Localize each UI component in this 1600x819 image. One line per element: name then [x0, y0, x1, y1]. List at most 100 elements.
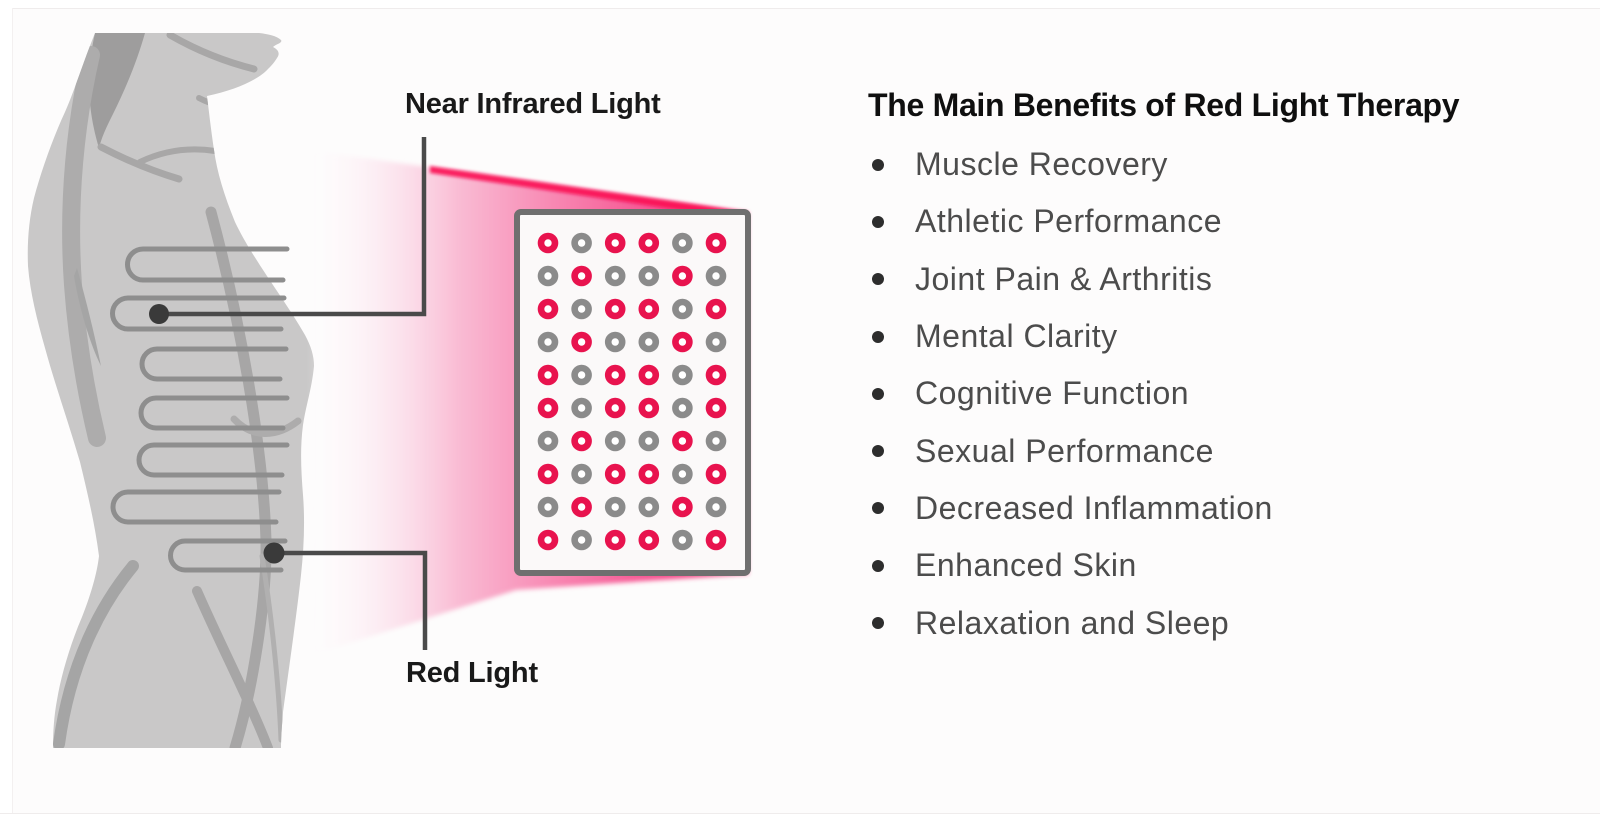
- led-center: [544, 503, 552, 511]
- led-center: [712, 272, 720, 280]
- benefit-item: Muscle Recovery: [866, 136, 1273, 193]
- benefit-label: Joint Pain & Arthritis: [915, 260, 1213, 297]
- nir-connector-line: [159, 137, 427, 317]
- led-center: [577, 536, 586, 544]
- led-center: [712, 503, 720, 511]
- elbow-line: [74, 268, 101, 366]
- red-connector-line: [274, 550, 428, 650]
- depth-bar-3: [139, 346, 289, 382]
- benefit-label: Enhanced Skin: [915, 547, 1137, 584]
- hair-shadow: [89, 33, 145, 148]
- red-light-label: Red Light: [406, 657, 538, 689]
- led-center: [544, 536, 552, 544]
- lat-curve: [205, 206, 272, 748]
- benefit-label: Cognitive Function: [915, 375, 1190, 412]
- depth-bar-1: [125, 246, 290, 283]
- near-infrared-label: Near Infrared Light: [405, 88, 661, 120]
- led-center: [712, 536, 720, 544]
- callout-connectors: [159, 137, 428, 650]
- front-hip-line: [259, 553, 284, 743]
- benefits-list: Muscle Recovery Athletic Performance Joi…: [866, 136, 1273, 652]
- benefit-label: Athletic Performance: [915, 203, 1223, 240]
- benefit-label: Decreased Inflammation: [915, 489, 1273, 526]
- led-center: [611, 404, 619, 412]
- jaw-shadow: [166, 33, 258, 73]
- benefit-item: Cognitive Function: [866, 365, 1273, 422]
- led-center: [678, 503, 687, 511]
- bullet-icon: [872, 273, 884, 286]
- led-center: [645, 272, 653, 280]
- led-center: [611, 272, 619, 280]
- benefit-label: Muscle Recovery: [915, 146, 1168, 183]
- led-center: [544, 371, 552, 379]
- beam-top-rim: [430, 166, 748, 220]
- depth-bars: [110, 246, 290, 573]
- led-center: [712, 239, 720, 247]
- led-center: [611, 536, 619, 544]
- bullet-icon: [872, 387, 884, 400]
- nir-depth-dot: [149, 304, 169, 324]
- led-center: [712, 371, 720, 379]
- benefit-label: Mental Clarity: [915, 318, 1118, 355]
- led-center: [544, 338, 552, 346]
- led-center: [645, 338, 653, 346]
- led-center: [678, 305, 687, 313]
- benefit-item: Sexual Performance: [866, 422, 1273, 479]
- red-depth-dot: [263, 542, 285, 564]
- led-center: [577, 371, 586, 379]
- benefit-item: Enhanced Skin: [866, 537, 1273, 594]
- led-center: [544, 239, 552, 247]
- benefit-label: Sexual Performance: [915, 432, 1214, 469]
- bullet-icon: [872, 502, 884, 515]
- led-center: [577, 503, 586, 511]
- shoulder-line-2: [137, 146, 218, 165]
- benefit-label: Relaxation and Sleep: [915, 604, 1230, 641]
- led-center: [678, 470, 687, 478]
- led-center: [678, 437, 687, 445]
- led-center: [678, 404, 687, 412]
- led-center: [645, 503, 653, 511]
- led-center: [712, 338, 720, 346]
- back-arm-shadow: [62, 46, 106, 447]
- benefit-item: Athletic Performance: [866, 193, 1273, 250]
- bullet-icon: [872, 445, 884, 458]
- led-center: [544, 437, 552, 445]
- led-center: [611, 305, 619, 313]
- led-center: [577, 404, 586, 412]
- bullet-icon: [872, 215, 884, 228]
- led-center: [712, 437, 720, 445]
- bullet-icon: [872, 559, 884, 572]
- led-center: [678, 338, 687, 346]
- led-center: [611, 338, 619, 346]
- benefit-item: Decreased Inflammation: [866, 480, 1273, 537]
- led-center: [577, 305, 586, 313]
- image-border-bottom: [0, 813, 1600, 819]
- body-silhouette: [27, 33, 314, 748]
- bullet-icon: [872, 158, 884, 171]
- led-center: [544, 404, 552, 412]
- led-center: [577, 272, 586, 280]
- image-border-top: [0, 0, 1600, 9]
- led-center: [712, 470, 720, 478]
- led-center: [645, 470, 653, 478]
- thigh-crease: [192, 586, 273, 748]
- led-center: [645, 371, 653, 379]
- led-center: [611, 437, 619, 445]
- led-center: [544, 272, 552, 280]
- led-center: [577, 338, 586, 346]
- led-center: [611, 470, 619, 478]
- led-center: [678, 371, 687, 379]
- led-center: [678, 272, 687, 280]
- depth-bar-6: [110, 489, 282, 525]
- led-center: [611, 239, 619, 247]
- benefit-item: Joint Pain & Arthritis: [866, 251, 1273, 308]
- benefits-heading: The Main Benefits of Red Light Therapy: [868, 87, 1460, 123]
- benefit-item: Mental Clarity: [866, 308, 1273, 365]
- buttock-curve: [53, 560, 139, 748]
- breast-under-curve: [230, 415, 302, 437]
- led-grid: [537, 232, 727, 551]
- led-center: [678, 536, 687, 544]
- depth-bar-7: [168, 538, 288, 573]
